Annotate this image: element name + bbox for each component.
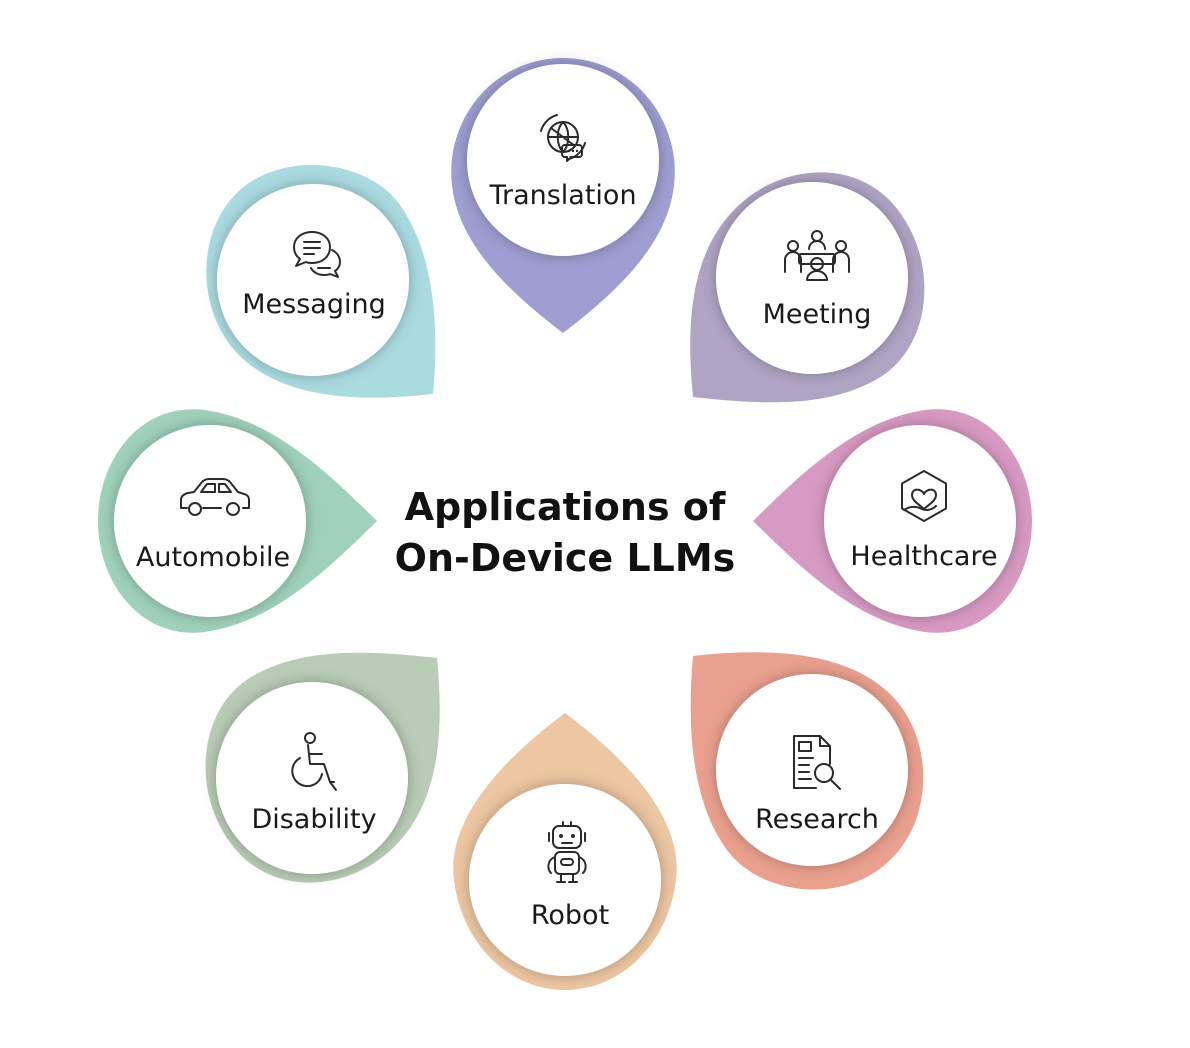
document-search-icon <box>793 735 841 790</box>
petal-meeting-disc <box>716 182 908 374</box>
petal-translation: Translation <box>451 58 675 333</box>
petal-disability: Disability <box>205 652 440 883</box>
chat-bubbles-icon <box>293 231 341 278</box>
heart-hand-icon <box>901 470 947 522</box>
petal-research-disc <box>716 674 908 866</box>
wheelchair-icon <box>291 732 337 791</box>
petal-healthcare-label: Healthcare <box>850 541 997 572</box>
petal-messaging: Messaging <box>206 164 436 398</box>
petal-robot-label: Robot <box>531 900 609 931</box>
petal-healthcare-disc <box>824 425 1016 617</box>
petal-meeting: Meeting <box>690 172 925 403</box>
petal-automobile: Automobile <box>98 409 377 633</box>
petal-translation-disc <box>467 64 659 256</box>
translation-globe-icon <box>540 114 586 162</box>
petal-meeting-label: Meeting <box>763 299 872 330</box>
car-icon <box>180 478 250 516</box>
petal-robot: Robot <box>453 713 677 990</box>
petal-messaging-disc <box>217 184 409 376</box>
petal-translation-label: Translation <box>488 180 636 211</box>
center-title: Applications of On-Device LLMs <box>395 485 736 580</box>
robot-icon <box>547 821 587 883</box>
petal-automobile-label: Automobile <box>136 542 290 573</box>
petal-disability-disc <box>216 682 408 874</box>
petal-messaging-label: Messaging <box>242 289 385 320</box>
petal-robot-disc <box>469 784 661 976</box>
petal-research-label: Research <box>755 804 879 835</box>
petal-automobile-disc <box>114 425 306 617</box>
petal-healthcare: Healthcare <box>753 409 1032 633</box>
center-title-line1: Applications of <box>405 485 726 529</box>
center-title-line2: On-Device LLMs <box>395 536 736 580</box>
meeting-people-icon <box>784 230 850 281</box>
petal-disability-label: Disability <box>251 804 376 835</box>
petal-research: Research <box>690 652 924 890</box>
